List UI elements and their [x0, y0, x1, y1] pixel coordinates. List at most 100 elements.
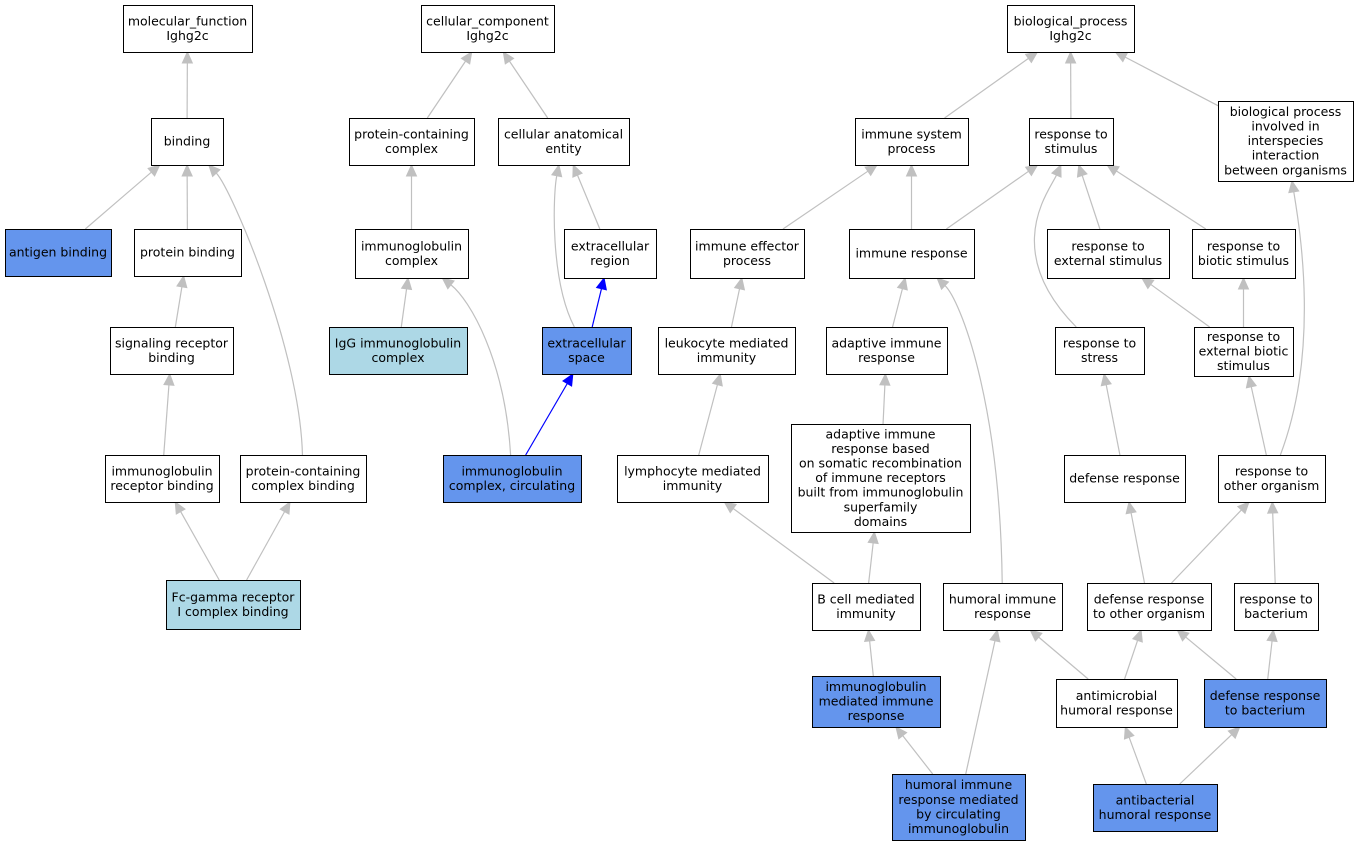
arrowhead-defense-bacterium-to-response-to-bacterium	[1266, 628, 1278, 643]
arrowhead-ig-receptor-binding-to-signaling-receptor-binding	[163, 372, 175, 386]
arrowhead-response-external-stimulus-to-response-to-stimulus	[1076, 163, 1088, 178]
graph-edges	[84, 50, 1305, 785]
arrowhead-defense-other-organism-to-defense-response	[1125, 500, 1137, 515]
node-label-line: response to	[1239, 591, 1312, 606]
edge-defense-bacterium-to-defense-other-organism	[1185, 636, 1237, 680]
node-box	[1204, 679, 1327, 728]
edge-defense-response-to-response-to-stress	[1105, 384, 1121, 456]
edge-antimicrobial-humoral-to-humoral-immune-response	[1038, 636, 1089, 680]
edge-response-other-organism-to-interspecies	[1279, 191, 1305, 456]
node-label-line: Fc-gamma receptor	[172, 589, 296, 604]
arrowhead-response-external-biotic-to-response-external-stimulus	[1140, 277, 1155, 290]
node-label-line: by circulating	[916, 806, 1001, 821]
arrowhead-antibacterial-humoral-to-defense-bacterium	[1227, 726, 1241, 740]
arrowhead-igg-complex-to-ig-complex	[400, 276, 413, 291]
arrowhead-response-other-organism-to-interspecies	[1288, 179, 1300, 194]
edge-humoral-circulating-ig-to-humoral-immune-response	[965, 640, 996, 775]
arrowhead-binding-to-mf	[181, 50, 194, 64]
node-label-line: of immune receptors	[815, 470, 946, 485]
node-label-line: response to	[1034, 126, 1107, 141]
arrowhead-immune-response-to-immune-system-process	[905, 163, 918, 177]
arrowhead-immune-response-to-response-to-stimulus	[1024, 164, 1039, 177]
node-label-line: other organism	[1224, 478, 1320, 493]
node-label-line: adaptive immune	[826, 426, 936, 441]
node-label-line: cellular anatomical	[504, 126, 623, 141]
node-binding[interactable]: binding	[151, 118, 224, 166]
node-label-line: immunoglobulin	[908, 821, 1009, 836]
edge-adaptive-immune-response-to-immune-response	[891, 288, 904, 328]
node-box	[443, 455, 582, 503]
edge-response-external-stimulus-to-response-to-stimulus	[1081, 175, 1101, 230]
node-label-line: response to	[1071, 238, 1144, 253]
node-box	[1218, 455, 1326, 503]
node-label-line: interspecies	[1248, 133, 1324, 148]
arrowhead-extracellular-space-to-cellular-anatomical-entity	[551, 163, 563, 178]
node-immune-response[interactable]: immune response	[849, 229, 975, 279]
edge-defense-other-organism-to-response-other-organism	[1171, 509, 1242, 584]
edge-response-external-biotic-to-response-external-stimulus	[1150, 283, 1210, 328]
arrowhead-response-to-bacterium-to-response-other-organism	[1266, 500, 1279, 514]
arrowhead-protein-complex-binding-to-binding	[207, 164, 221, 178]
node-label-line: humoral immune	[905, 777, 1013, 792]
node-label-line: domains	[854, 514, 907, 529]
node-antigen-binding[interactable]: antigen binding	[5, 229, 112, 277]
arrowhead-immune-system-process-to-bp	[1024, 51, 1039, 64]
node-label-line: defense response	[1094, 591, 1205, 606]
node-label-line: response to	[1207, 329, 1280, 344]
edge-immune-response-to-response-to-stimulus	[946, 170, 1029, 230]
arrowhead-ig-mediated-immune-response-to-b-cell-immunity	[863, 628, 876, 643]
node-protein-binding[interactable]: protein binding	[134, 229, 242, 277]
node-box	[791, 424, 971, 533]
arrowhead-protein-complex-to-cc	[460, 50, 473, 65]
node-defense-response[interactable]: defense response	[1064, 455, 1186, 503]
node-label-line: on somatic recombination	[799, 455, 962, 470]
node-box	[123, 5, 253, 53]
node-box	[1218, 101, 1354, 182]
edge-b-cell-immunity-to-adaptive-somatic	[868, 542, 874, 584]
arrowhead-response-to-stress-to-response-to-stimulus	[1050, 163, 1062, 178]
edge-ig-mediated-immune-response-to-b-cell-immunity	[869, 640, 874, 677]
node-box	[1029, 118, 1114, 166]
edge-response-biotic-stimulus-to-response-to-stimulus	[1116, 170, 1207, 230]
node-box	[542, 327, 632, 375]
node-label-line: interaction	[1252, 148, 1320, 163]
node-label-line: humoral immune	[949, 591, 1057, 606]
node-label-line: to bacterium	[1225, 702, 1305, 717]
